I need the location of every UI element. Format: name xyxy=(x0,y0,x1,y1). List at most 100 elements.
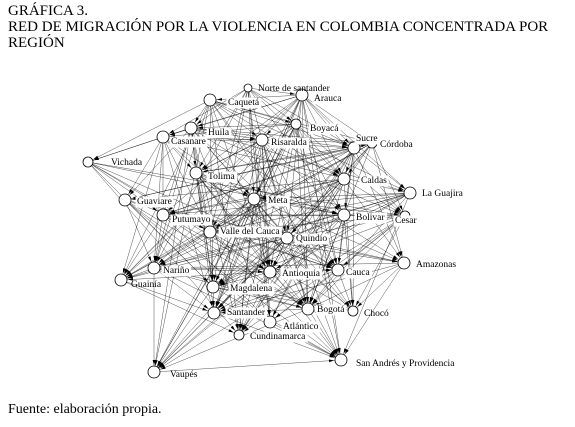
arrowhead xyxy=(230,325,236,331)
edge-meta-putumayo xyxy=(162,198,255,216)
arrowhead xyxy=(241,324,246,330)
node-meta xyxy=(247,192,261,206)
arrowhead xyxy=(122,268,126,274)
arrowhead xyxy=(159,260,165,265)
node-bolivar xyxy=(337,208,351,222)
label-box-bogota xyxy=(315,304,347,316)
label-box-magdalena xyxy=(228,283,275,295)
arrowhead xyxy=(242,192,248,197)
edge-casanare-vichada xyxy=(87,136,164,163)
edge-amazonas-santander xyxy=(213,262,405,314)
edge-vichada-bolivar xyxy=(87,161,345,216)
node-label-vaupes: Vaupés xyxy=(170,370,198,380)
node-label-choco: Chocó xyxy=(364,309,389,319)
edge-meta-choco xyxy=(253,198,354,312)
figure-label: GRÁFICA 3. xyxy=(8,3,89,19)
label-box-guaviare xyxy=(135,196,174,208)
node-label-cauca: Cauca xyxy=(346,268,371,278)
arrowhead xyxy=(160,366,166,370)
node-huila xyxy=(184,121,198,135)
node-putumayo xyxy=(156,208,170,222)
arrowhead xyxy=(310,297,314,303)
label-box-casanare xyxy=(169,136,208,148)
edge-arauca-cesar xyxy=(301,94,406,217)
node-choco xyxy=(347,305,359,317)
edge-cordoba-narino xyxy=(153,142,373,269)
node-caldas xyxy=(337,172,351,186)
edge-bolivar-choco xyxy=(343,214,354,312)
arrowhead xyxy=(305,296,309,303)
arrowhead xyxy=(328,359,335,363)
arrowhead xyxy=(257,187,262,193)
figure-header: GRÁFICA 3. RED DE MIGRACIÓN POR LA VIOLE… xyxy=(8,3,568,51)
arrowhead xyxy=(125,270,131,276)
edge-vaupes-san_andres xyxy=(153,359,342,373)
node-valle_del_cauca xyxy=(203,225,217,239)
arrowhead xyxy=(148,256,152,262)
edge-caqueta-vichada xyxy=(87,99,211,163)
arrowhead xyxy=(328,260,333,266)
node-vichada xyxy=(82,156,94,168)
edge-amazonas-san_andres xyxy=(340,262,405,361)
edge-boyaca-guainia xyxy=(120,123,297,281)
arrowhead xyxy=(228,329,234,333)
node-cundinamarca xyxy=(233,329,245,341)
edge-bogota-vaupes xyxy=(153,308,309,373)
arrowhead xyxy=(392,257,398,261)
arrowhead xyxy=(152,206,158,211)
label-box-bolivar xyxy=(354,212,387,224)
arrowhead xyxy=(129,190,135,195)
arrowhead xyxy=(325,268,332,272)
node-norte_de_santander xyxy=(243,83,253,93)
arrowhead xyxy=(333,349,338,355)
arrowhead xyxy=(289,92,296,95)
arrowhead xyxy=(127,274,133,278)
edge-norte_de_santander-sucre xyxy=(247,87,355,149)
arrowhead xyxy=(393,255,399,260)
arrowhead xyxy=(273,310,277,316)
edge-vichada-cesar xyxy=(87,161,406,217)
node-label-santander: Santander xyxy=(227,308,266,318)
arrowhead xyxy=(260,195,267,198)
edge-norte_de_santander-caldas xyxy=(247,87,345,180)
node-tolima xyxy=(189,166,203,180)
edge-huila-cesar xyxy=(190,127,406,217)
arrowhead xyxy=(303,297,307,303)
arrowhead xyxy=(203,304,209,309)
edge-arauca-tolima xyxy=(195,94,303,174)
edge-risaralda-quindio xyxy=(261,139,288,239)
arrowhead xyxy=(157,361,162,367)
arrowhead xyxy=(209,301,213,307)
edge-cordoba-quindio xyxy=(286,142,373,239)
edge-norte_de_santander-narino xyxy=(153,87,249,269)
edge-quindio-magdalena xyxy=(212,237,288,288)
edge-meta-santander xyxy=(213,198,255,314)
edge-tolima-cauca xyxy=(195,172,339,271)
edge-guaviare-narino xyxy=(124,199,155,269)
edge-cesar-magdalena xyxy=(212,215,406,288)
arrowhead xyxy=(219,305,225,310)
arrowhead xyxy=(152,360,156,365)
edge-arauca-caldas xyxy=(301,94,345,180)
edge-risaralda-cauca xyxy=(261,139,339,271)
arrowhead xyxy=(202,166,208,170)
arrowhead xyxy=(93,157,99,161)
edge-quindio-vaupes xyxy=(153,237,288,373)
arrowhead xyxy=(242,325,248,331)
node-amazonas xyxy=(397,256,411,270)
node-vaupes xyxy=(147,365,161,379)
figure-title-line-2: REGIÓN xyxy=(8,35,65,51)
arrowhead xyxy=(350,299,354,306)
arrowhead xyxy=(276,264,282,269)
edge-bolivar-magdalena xyxy=(212,214,345,288)
node-cauca xyxy=(331,263,345,277)
edge-cauca-atlantico xyxy=(269,269,339,323)
arrowhead xyxy=(348,168,353,174)
edge-quindio-guainia xyxy=(120,237,288,281)
edge-putumayo-guainia xyxy=(120,214,164,281)
arrowhead xyxy=(169,211,176,215)
arrowhead xyxy=(216,97,223,101)
edge-magdalena-vaupes xyxy=(153,286,214,373)
edge-bolivar-bogota xyxy=(307,214,345,310)
